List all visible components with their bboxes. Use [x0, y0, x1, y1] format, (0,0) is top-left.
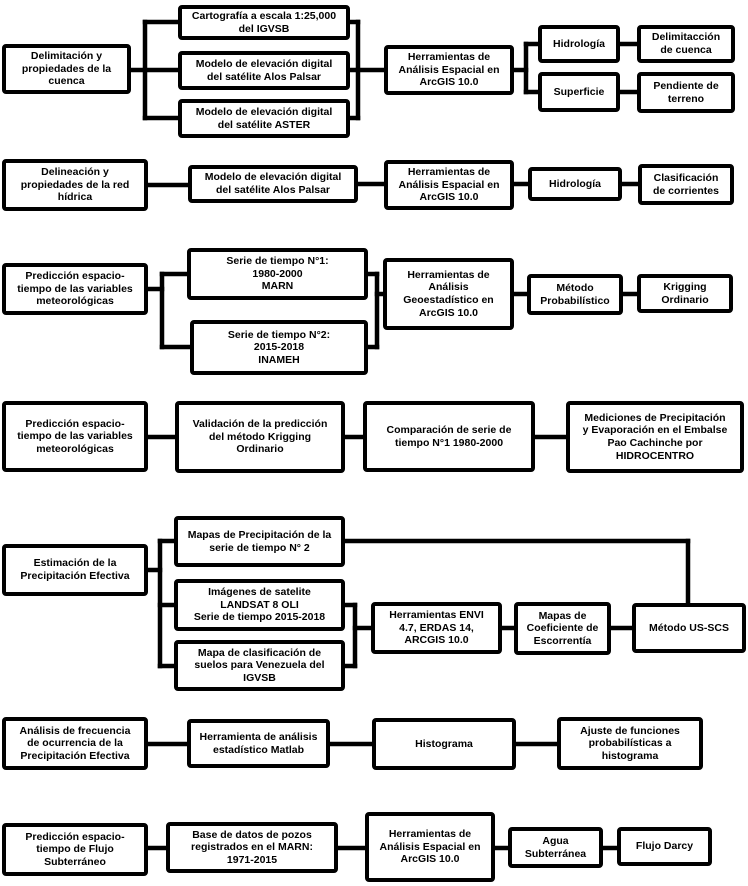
flowchart-box-label: Modelo de elevación digital del satélite… — [195, 57, 333, 83]
flowchart-box-r3_b2: Serie de tiempo N°2: 2015-2018 INAMEH — [190, 320, 368, 375]
flowchart-box-r3_a: Predicción espacio- tiempo de las variab… — [2, 263, 148, 315]
flowchart-box-label: Herramienta de análisis estadístico Matl… — [199, 730, 318, 756]
flowchart-box-label: Superficie — [553, 85, 605, 98]
flowchart-box-r2_b: Modelo de elevación digital del satélite… — [188, 165, 358, 203]
flowchart-box-label: Krigging Ordinario — [661, 280, 709, 306]
flowchart-box-r4_c: Comparación de serie de tiempo N°1 1980-… — [363, 401, 535, 472]
flowchart-box-r1_d1: Hidrología — [538, 25, 620, 63]
flowchart-box-label: Delineación y propiedades de la red hídr… — [20, 166, 130, 204]
flowchart-box-r5_b3: Mapa de clasificación de suelos para Ven… — [174, 640, 345, 691]
flowchart-box-label: Flujo Darcy — [635, 840, 694, 853]
flowchart-box-r5_b2: Imágenes de satelite LANDSAT 8 OLI Serie… — [174, 579, 345, 631]
flowchart-box-label: Base de datos de pozos registrados en el… — [191, 828, 313, 866]
flowchart-box-label: Ajuste de funciones probabilísticas a hi… — [580, 724, 680, 762]
flowchart-box-r2_a: Delineación y propiedades de la red hídr… — [2, 159, 148, 211]
flowchart-box-r3_b1: Serie de tiempo N°1: 1980-2000 MARN — [187, 248, 368, 300]
flowchart-box-label: Agua Subterránea — [524, 834, 587, 860]
flowchart-box-label: Delimitacción de cuenca — [651, 31, 721, 56]
flowchart-box-label: Histograma — [415, 737, 473, 750]
flowchart-box-r4_a: Predicción espacio- tiempo de las variab… — [2, 401, 148, 472]
flowchart-box-label: Estimación de la Precipitación Efectiva — [20, 557, 130, 582]
flowchart-box-r1_b3: Modelo de elevación digital del satélite… — [178, 99, 350, 138]
flowchart-box-label: Comparación de serie de tiempo N°1 1980-… — [386, 423, 512, 449]
flowchart-box-r6_b: Herramienta de análisis estadístico Matl… — [187, 719, 330, 768]
flowchart-box-r7_b: Base de datos de pozos registrados en el… — [166, 822, 338, 873]
flowchart-box-label: Hidrología — [549, 177, 601, 190]
flowchart-box-label: Clasificación de corrientes — [653, 171, 719, 197]
flowchart-box-r4_d: Mediciones de Precipitación y Evaporació… — [566, 401, 744, 473]
flowchart-box-label: Modelo de elevación digital del satélite… — [195, 105, 333, 131]
flowchart-box-label: Mapas de Coeficiente de Escorrentía — [526, 609, 599, 647]
flowchart-box-r5_a: Estimación de la Precipitación Efectiva — [2, 544, 148, 596]
flowchart-box-r1_e1: Delimitacción de cuenca — [637, 25, 735, 63]
flowchart-box-label: Análisis de frecuencia de ocurrencia de … — [19, 724, 131, 762]
flowchart-box-r1_b1: Cartografía a escala 1:25,000 del IGVSB — [178, 5, 350, 40]
flowchart-box-r5_e: Método US-SCS — [632, 603, 746, 653]
flowchart-box-r2_d: Hidrología — [528, 167, 622, 201]
flowchart-box-label: Mapa de clasificación de suelos para Ven… — [194, 646, 325, 684]
flowchart-box-label: Herramientas ENVI 4.7, ERDAS 14, ARCGIS … — [389, 609, 484, 647]
flowchart-box-label: Pendiente de terreno — [653, 79, 719, 105]
flowchart-box-r4_b: Validación de la predicción del método K… — [175, 401, 345, 473]
flowchart-box-label: Serie de tiempo N°2: 2015-2018 INAMEH — [227, 328, 331, 366]
flowchart-box-r1_e2: Pendiente de terreno — [637, 72, 735, 113]
flowchart-box-r3_e: Krigging Ordinario — [637, 274, 733, 313]
flowchart-box-r1_b2: Modelo de elevación digital del satélite… — [178, 51, 350, 90]
flowchart-box-r2_c: Herramientas de Análisis Espacial en Arc… — [384, 160, 514, 210]
flowchart-box-label: Método US-SCS — [649, 621, 729, 634]
flowchart-box-label: Serie de tiempo N°1: 1980-2000 MARN — [226, 255, 329, 293]
flowchart-box-label: Validación de la predicción del método K… — [192, 418, 328, 456]
flowchart-box-r7_a: Predicción espacio- tiempo de Flujo Subt… — [2, 823, 148, 876]
flowchart-box-label: Predicción espacio- tiempo de las variab… — [17, 270, 133, 308]
flowchart-box-label: Mediciones de Precipitación y Evaporació… — [582, 411, 728, 462]
flowchart-box-r3_c: Herramientas de Análisis Geoestadístico … — [383, 258, 514, 330]
flowchart-box-label: Delimitación y propiedades de la cuenca — [21, 50, 112, 88]
flowchart-box-label: Cartografía a escala 1:25,000 del IGVSB — [191, 9, 337, 35]
flowchart-box-label: Herramientas de Análisis Espacial en Arc… — [398, 51, 500, 89]
flowchart-box-r1_c: Herramientas de Análisis Espacial en Arc… — [384, 45, 514, 95]
flowchart-box-label: Herramientas de Análisis Geoestadístico … — [403, 268, 494, 319]
flowchart-box-label: Herramientas de Análisis Espacial en Arc… — [379, 828, 481, 866]
flowchart-box-r6_c: Histograma — [372, 718, 516, 770]
flowchart-box-r1_a: Delimitación y propiedades de la cuenca — [2, 44, 131, 94]
flowchart-box-r7_d: Agua Subterránea — [508, 827, 603, 868]
flowchart-box-label: Herramientas de Análisis Espacial en Arc… — [398, 166, 500, 204]
flowchart-box-r5_d: Mapas de Coeficiente de Escorrentía — [514, 602, 611, 655]
flowchart-box-label: Mapas de Precipitación de la serie de ti… — [187, 528, 332, 554]
flowchart-box-label: Imágenes de satelite LANDSAT 8 OLI Serie… — [193, 586, 326, 624]
flowchart-box-r5_b1: Mapas de Precipitación de la serie de ti… — [174, 516, 345, 567]
flowchart-box-label: Predicción espacio- tiempo de Flujo Subt… — [25, 830, 125, 868]
flowchart-box-label: Modelo de elevación digital del satélite… — [204, 171, 342, 196]
flowchart-box-r2_e: Clasificación de corrientes — [638, 164, 734, 205]
flowchart-box-label: Predicción espacio- tiempo de las variab… — [17, 417, 133, 455]
flowchart-box-label: Hidrología — [553, 37, 605, 50]
flowchart-box-r6_d: Ajuste de funciones probabilísticas a hi… — [557, 717, 703, 770]
flowchart-box-r1_d2: Superficie — [538, 72, 620, 112]
flowchart-box-r7_c: Herramientas de Análisis Espacial en Arc… — [365, 812, 495, 882]
flowchart-box-r6_a: Análisis de frecuencia de ocurrencia de … — [2, 717, 148, 770]
flowchart-box-r7_e: Flujo Darcy — [617, 827, 712, 866]
flowchart-box-r5_c: Herramientas ENVI 4.7, ERDAS 14, ARCGIS … — [371, 602, 502, 654]
flowchart-box-label: Método Probabilístico — [540, 281, 610, 307]
flowchart-box-r3_d: Método Probabilístico — [527, 274, 623, 315]
